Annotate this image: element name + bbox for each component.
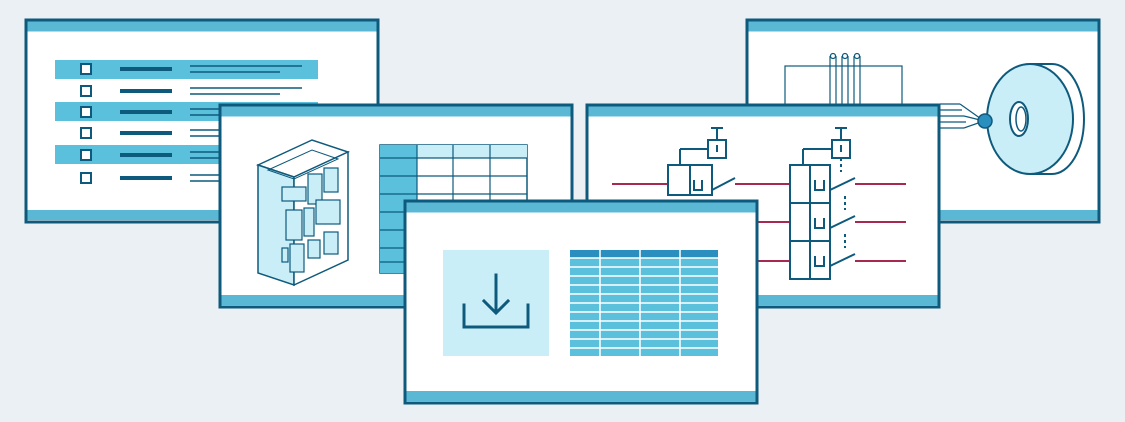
window-titlebar (748, 21, 1098, 32)
window-footer-bar (588, 295, 938, 305)
window-titlebar (221, 106, 571, 117)
download-icon[interactable] (443, 250, 549, 356)
checkbox-icon (80, 172, 92, 184)
window-titlebar (406, 202, 756, 213)
data-table-icon (570, 250, 718, 356)
window-titlebar (27, 21, 377, 32)
checkbox-icon (80, 106, 92, 118)
window-footer-bar (221, 295, 571, 305)
electrical-schematic-icon (612, 127, 906, 280)
checkbox-icon (80, 63, 92, 75)
window-titlebar (588, 106, 938, 117)
checkbox-icon (80, 149, 92, 161)
window-footer-bar (406, 391, 756, 401)
checkbox-icon (80, 127, 92, 139)
checkbox-icon (80, 85, 92, 97)
window-download (403, 199, 759, 405)
window-footer-bar (27, 210, 377, 220)
circuit-board-icon (255, 139, 351, 287)
motor-disc-icon (977, 63, 1085, 175)
